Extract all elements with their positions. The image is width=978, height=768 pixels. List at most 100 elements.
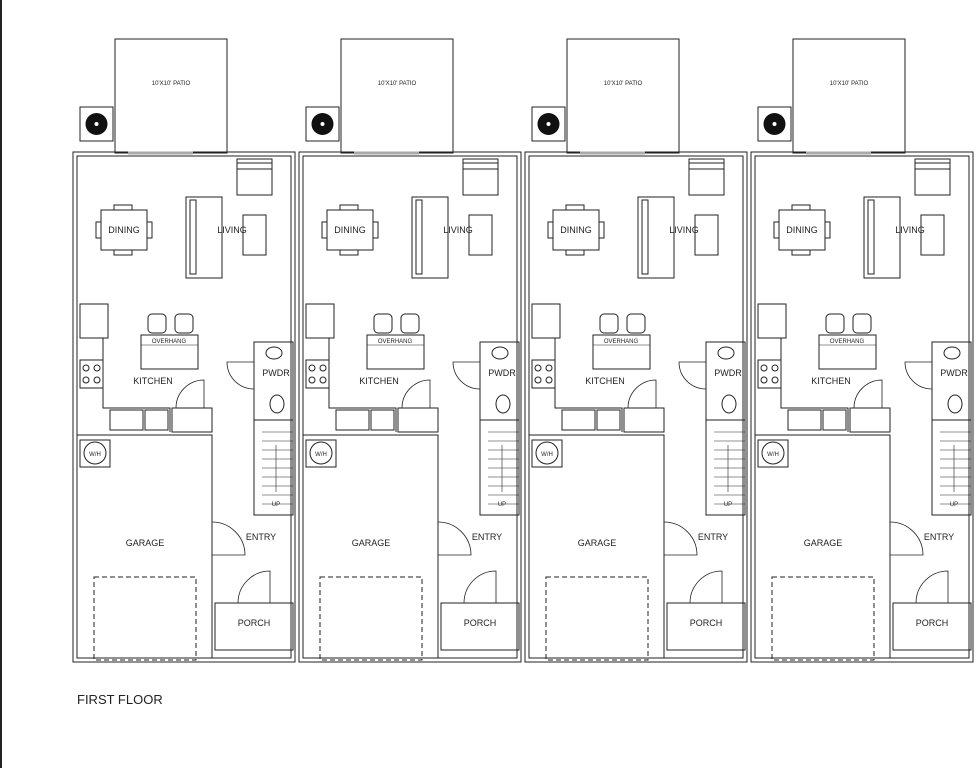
coffee-table xyxy=(468,214,493,256)
exterior-wall xyxy=(524,151,748,663)
chair xyxy=(113,249,133,256)
counter xyxy=(532,337,623,432)
stove xyxy=(79,359,104,389)
entry-label: ENTRY xyxy=(698,532,728,542)
armchair-back xyxy=(462,162,499,170)
stool xyxy=(825,313,845,334)
ac-unit xyxy=(757,106,792,142)
stool xyxy=(373,313,393,334)
kitchen-label: KITCHEN xyxy=(585,376,625,386)
coffee-table xyxy=(242,214,267,256)
powder-room xyxy=(253,341,294,421)
pantry xyxy=(849,407,891,433)
pantry-door-swing xyxy=(627,379,657,409)
pantry xyxy=(397,407,439,433)
stove xyxy=(305,359,330,389)
living-label: LIVING xyxy=(443,225,473,235)
garage-door xyxy=(545,576,649,661)
chair xyxy=(773,221,780,239)
dining-label: DINING xyxy=(560,225,592,235)
armchair xyxy=(236,158,273,196)
patio xyxy=(340,38,454,154)
entry-door-swing xyxy=(663,521,698,556)
stairs xyxy=(479,419,520,516)
chair xyxy=(598,221,605,239)
patio-label: 10'X10' PATIO xyxy=(378,81,417,87)
stool xyxy=(852,313,872,334)
garage xyxy=(754,434,891,659)
pantry xyxy=(171,407,213,433)
porch xyxy=(440,602,520,651)
pwdr-label: PWDR xyxy=(262,368,290,378)
front-door-swing xyxy=(463,570,497,604)
chair xyxy=(372,221,379,239)
dishwasher xyxy=(822,409,847,431)
chair xyxy=(95,221,102,239)
island xyxy=(818,334,877,370)
dining-label: DINING xyxy=(108,225,140,235)
sink xyxy=(109,409,144,431)
sofa-back xyxy=(867,199,875,275)
fridge xyxy=(79,303,109,339)
stool xyxy=(599,313,619,334)
sink-icon xyxy=(717,346,735,360)
pwdr-door-swing xyxy=(904,361,933,390)
wh-label: W/H xyxy=(541,452,553,458)
sofa xyxy=(411,196,449,279)
dining-label: DINING xyxy=(334,225,366,235)
garage-door xyxy=(93,576,197,661)
pwdr-label: PWDR xyxy=(940,368,968,378)
coffee-table xyxy=(920,214,945,256)
exterior-wall xyxy=(72,151,296,663)
sink-icon xyxy=(943,346,961,360)
stool xyxy=(626,313,646,334)
counter xyxy=(306,337,397,432)
garage xyxy=(76,434,213,659)
armchair xyxy=(688,158,725,196)
up-label: UP xyxy=(498,502,506,508)
ac-unit xyxy=(305,106,340,142)
island xyxy=(592,334,651,370)
powder-room xyxy=(931,341,972,421)
pantry xyxy=(623,407,665,433)
sink xyxy=(787,409,822,431)
coffee-table xyxy=(694,214,719,256)
entry-door-swing xyxy=(889,521,924,556)
ac-unit xyxy=(79,106,114,142)
patio-label: 10'X10' PATIO xyxy=(604,81,643,87)
counter xyxy=(80,337,171,432)
stool xyxy=(147,313,167,334)
stove xyxy=(531,359,556,389)
patio xyxy=(114,38,228,154)
dishwasher xyxy=(144,409,169,431)
entry-label: ENTRY xyxy=(246,532,276,542)
kitchen-label: KITCHEN xyxy=(133,376,173,386)
armchair-back xyxy=(688,162,725,170)
sink xyxy=(561,409,596,431)
pantry-door-swing xyxy=(401,379,431,409)
chair xyxy=(791,204,811,211)
garage-label: GARAGE xyxy=(126,538,165,548)
armchair-back xyxy=(236,162,273,170)
chair xyxy=(113,204,133,211)
chair xyxy=(339,249,359,256)
fridge xyxy=(757,303,787,339)
up-label: UP xyxy=(950,502,958,508)
fridge xyxy=(531,303,561,339)
kitchen-label: KITCHEN xyxy=(359,376,399,386)
exterior-wall xyxy=(298,151,522,663)
front-door-swing xyxy=(237,570,271,604)
entry-label: ENTRY xyxy=(472,532,502,542)
armchair xyxy=(914,158,951,196)
patio-label: 10'X10' PATIO xyxy=(830,81,869,87)
garage xyxy=(528,434,665,659)
floor-title: FIRST FLOOR xyxy=(77,692,163,707)
powder-room xyxy=(479,341,520,421)
kitchen-label: KITCHEN xyxy=(811,376,851,386)
garage-label: GARAGE xyxy=(804,538,843,548)
chair xyxy=(547,221,554,239)
overhang-label: OVERHANG xyxy=(830,339,865,345)
chair xyxy=(339,204,359,211)
living-label: LIVING xyxy=(895,225,925,235)
